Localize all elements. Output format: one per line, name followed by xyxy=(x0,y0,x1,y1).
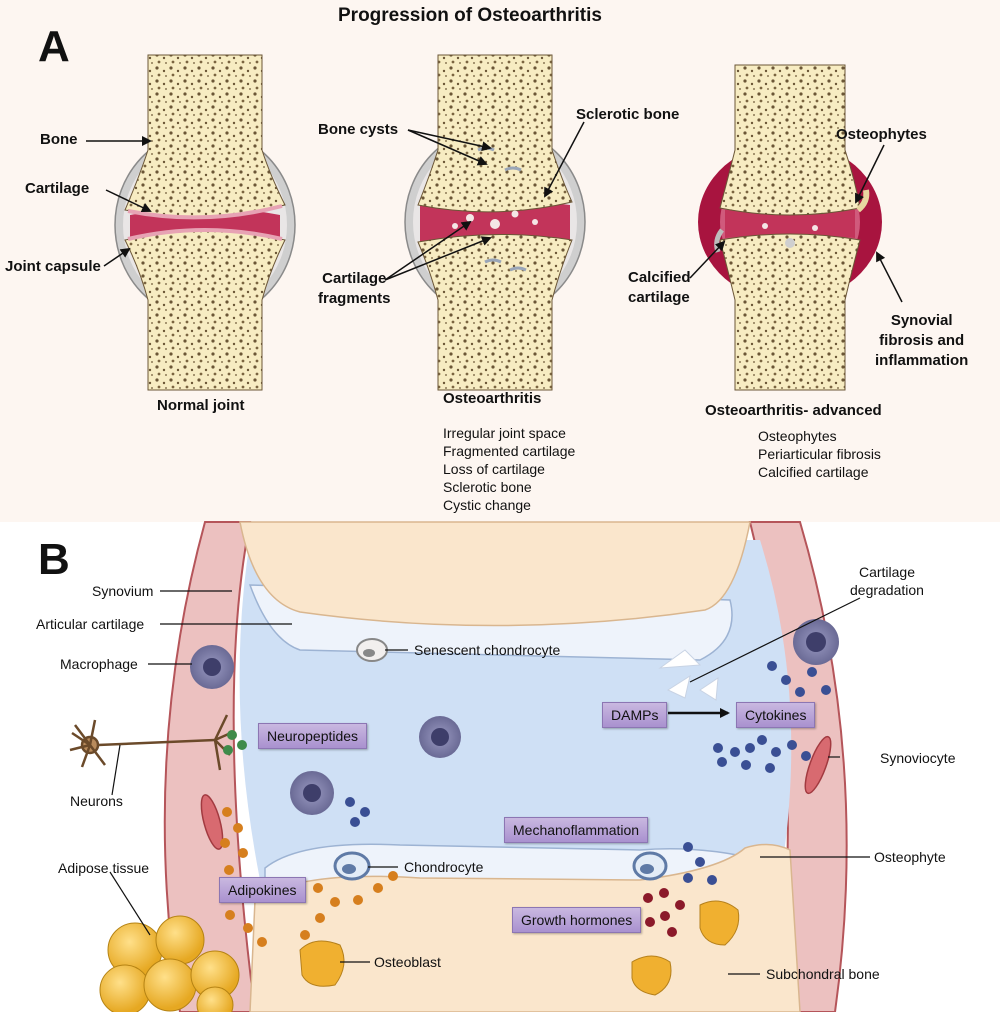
macrophage-cells xyxy=(190,619,839,815)
label-synoviocyte: Synoviocyte xyxy=(880,750,956,766)
label-articular-cartilage: Articular cartilage xyxy=(36,616,145,632)
label-subchondral-bone: Subchondral bone xyxy=(766,966,880,982)
detail-item: Cystic change xyxy=(443,497,531,513)
stage-name-osteoarthritis: Osteoarthritis xyxy=(443,390,542,407)
label-osteophytes: Osteophytes xyxy=(836,126,927,143)
figure-title: Progression of Osteoarthritis xyxy=(338,5,602,26)
label-bone: Bone xyxy=(40,131,78,148)
detail-item: Fragmented cartilage xyxy=(443,443,576,459)
stage-name-normal: Normal joint xyxy=(157,397,245,414)
panel-a-arrows xyxy=(86,121,903,303)
synoviocyte-cell xyxy=(804,735,832,795)
label-synovium: Synovium xyxy=(92,583,154,599)
vesicles xyxy=(220,661,831,947)
panel-a-letter: A xyxy=(38,22,70,71)
label-sclerotic-bone: Sclerotic bone xyxy=(576,106,680,123)
advanced-details: Osteophytes Periarticular fibrosis Calci… xyxy=(758,427,881,481)
detail-item: Sclerotic bone xyxy=(443,479,532,495)
panel-b-letter: B xyxy=(38,535,70,584)
label-calcified-cartilage: Calcified cartilage xyxy=(628,269,691,306)
osteoarthritis-details: Irregular joint space Fragmented cartila… xyxy=(443,424,575,514)
tag-growth-hormones: Growth hormones xyxy=(512,907,642,933)
stage-name-advanced: Osteoarthritis- advanced xyxy=(705,402,882,419)
label-joint-capsule: Joint capsule xyxy=(5,258,101,275)
normal-joint-illustration xyxy=(114,54,296,391)
label-senescent-chondrocyte: Senescent chondrocyte xyxy=(414,642,561,658)
tag-neuropeptides: Neuropeptides xyxy=(258,723,368,749)
label-synovial-fibrosis: Synovial fibrosis and inflammation xyxy=(875,312,969,369)
panel-b-callouts xyxy=(109,590,870,975)
label-osteophyte: Osteophyte xyxy=(874,849,946,865)
label-macrophage: Macrophage xyxy=(60,656,138,672)
panel-a xyxy=(86,54,903,391)
detail-item: Periarticular fibrosis xyxy=(758,446,881,462)
label-adipose-tissue: Adipose tissue xyxy=(58,860,150,876)
tag-damps: DAMPs xyxy=(602,702,668,728)
detail-item: Calcified cartilage xyxy=(758,464,869,480)
tag-cytokines: Cytokines xyxy=(736,702,816,728)
osteoblast-cells xyxy=(299,900,740,996)
adipose-tissue-illustration xyxy=(99,915,240,1012)
advanced-osteoarthritis-joint-illustration xyxy=(698,64,882,391)
label-osteoblast: Osteoblast xyxy=(374,954,441,970)
osteoarthritis-joint-illustration xyxy=(404,54,586,391)
neuron-illustration xyxy=(69,714,234,771)
label-cartilage-degradation: Cartilage degradation xyxy=(850,564,924,598)
label-neurons: Neurons xyxy=(70,793,123,809)
tag-mechanoflammation: Mechanoflammation xyxy=(504,817,649,843)
label-cartilage: Cartilage xyxy=(25,180,90,197)
label-cartilage-fragments: Cartilage fragments xyxy=(318,270,391,307)
upper-bone xyxy=(239,521,751,627)
detail-item: Irregular joint space xyxy=(443,425,566,441)
detail-item: Loss of cartilage xyxy=(443,461,545,477)
label-bone-cysts: Bone cysts xyxy=(318,121,399,138)
detail-item: Osteophytes xyxy=(758,428,837,444)
label-chondrocyte: Chondrocyte xyxy=(404,859,484,875)
tag-adipokines: Adipokines xyxy=(219,877,306,903)
